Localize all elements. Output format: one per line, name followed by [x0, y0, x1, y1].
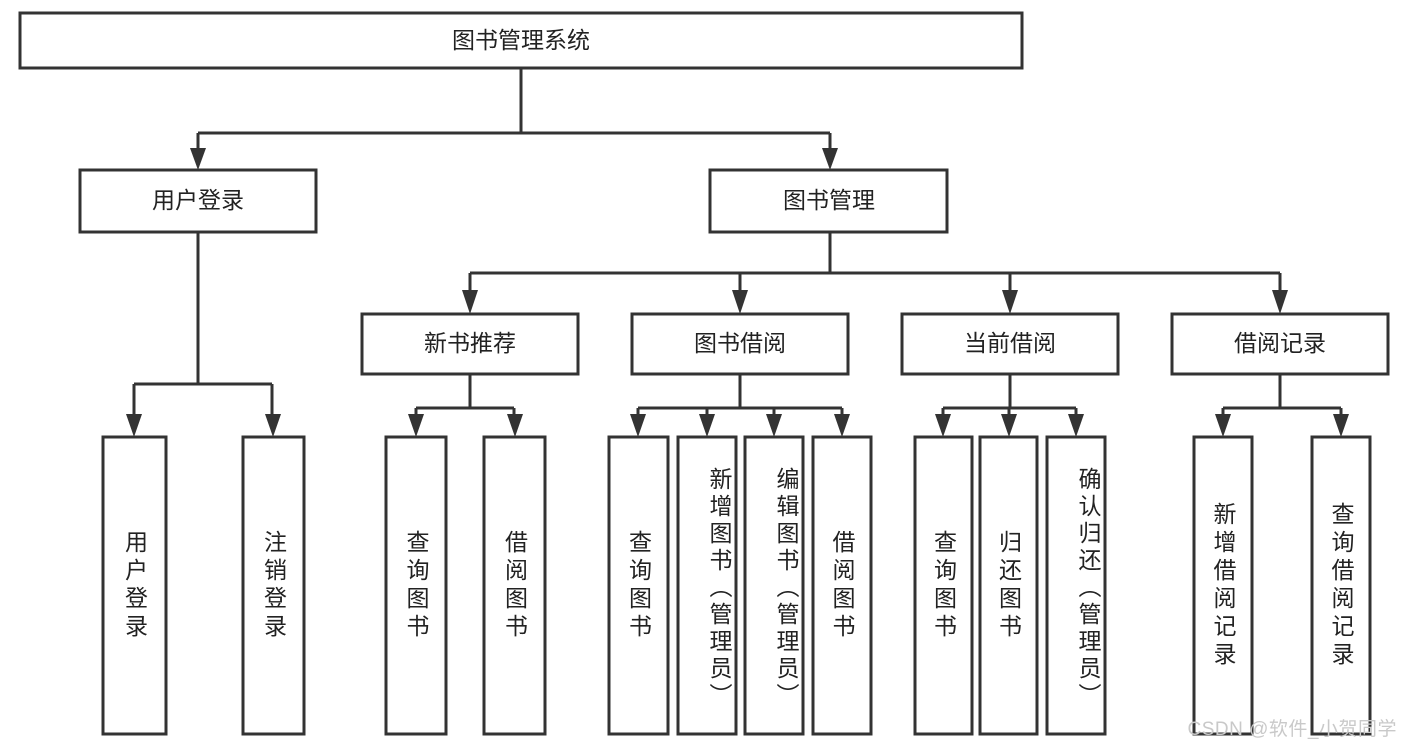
node-query-borrow-record-label: 查询借阅记录	[1328, 501, 1354, 670]
node-borrow-record[interactable]: 借阅记录	[1170, 312, 1390, 376]
node-user-logout-action-label: 注销登录	[260, 529, 287, 642]
arrow-borrow-to-borrow-book-2	[834, 414, 850, 437]
arrow-recommend-to-query-book-1	[408, 414, 424, 437]
connector-borrow-record-trunk	[1221, 374, 1343, 416]
arrow-book-manage-to-borrow-record	[1272, 290, 1288, 314]
node-edit-book-admin-box[interactable]	[743, 435, 805, 736]
node-query-borrow-record-box[interactable]	[1310, 435, 1372, 736]
node-borrow-book-2-box[interactable]	[811, 435, 873, 736]
node-new-book-recommend-label: 新书推荐	[424, 330, 516, 356]
node-add-borrow-record-label: 新增借阅记录	[1210, 501, 1236, 670]
node-current-borrow[interactable]: 当前借阅	[900, 312, 1120, 376]
connector-current-borrow-trunk	[941, 374, 1078, 416]
node-book-borrow[interactable]: 图书借阅	[630, 312, 850, 376]
node-current-borrow-box[interactable]	[900, 312, 1120, 376]
node-borrow-record-label: 借阅记录	[1234, 330, 1326, 356]
node-root[interactable]: 图书管理系统	[18, 11, 1024, 70]
node-book-manage-label: 图书管理	[783, 187, 875, 213]
arrow-user-login-to-user-login-action	[126, 414, 142, 437]
node-query-book-3-box[interactable]	[913, 435, 974, 736]
node-return-book-box[interactable]	[978, 435, 1039, 736]
node-user-login-action-label: 用户登录	[121, 529, 148, 642]
connector-layer	[126, 68, 1349, 437]
node-add-borrow-record-box[interactable]	[1192, 435, 1254, 736]
leaf-box-layer	[101, 435, 1372, 736]
node-query-book-3-label: 查询图书	[930, 529, 957, 642]
arrow-borrow-to-query-book-2	[630, 414, 646, 437]
arrow-borrow-to-add-book-admin	[699, 414, 715, 437]
node-new-book-recommend-box[interactable]	[360, 312, 580, 376]
arrow-borrow-to-edit-book-admin	[766, 414, 782, 437]
arrow-book-manage-to-new-book-recommend	[462, 290, 478, 314]
node-root-label: 图书管理系统	[452, 27, 590, 53]
node-borrow-book-2-label: 借阅图书	[829, 529, 855, 642]
node-user-login-action-box[interactable]	[101, 435, 168, 736]
node-book-manage-box[interactable]	[708, 168, 949, 234]
node-query-book-2-label: 查询图书	[625, 529, 652, 642]
arrow-record-to-query-borrow-record	[1333, 414, 1349, 437]
arrow-root-to-user-login	[190, 148, 206, 170]
node-query-book-2-box[interactable]	[607, 435, 670, 736]
node-book-manage[interactable]: 图书管理	[708, 168, 949, 234]
connector-book-manage-trunk	[468, 232, 1282, 292]
connector-user-login-trunk	[132, 232, 274, 416]
arrow-current-to-return-book	[1001, 414, 1017, 437]
node-user-login[interactable]: 用户登录	[78, 168, 318, 234]
node-book-borrow-label: 图书借阅	[694, 330, 786, 356]
node-add-book-admin-label: 新增图书（管理员）	[706, 467, 732, 710]
arrow-current-to-confirm-return-admin	[1068, 414, 1084, 437]
node-new-book-recommend[interactable]: 新书推荐	[360, 312, 580, 376]
node-book-borrow-box[interactable]	[630, 312, 850, 376]
node-confirm-return-admin-label: 确认归还（管理员）	[1075, 467, 1101, 710]
node-return-book-label: 归还图书	[995, 529, 1022, 642]
node-confirm-return-admin-box[interactable]	[1045, 435, 1107, 736]
arrow-book-manage-to-book-borrow	[732, 290, 748, 314]
connector-new-book-recommend-trunk	[414, 374, 516, 416]
arrow-current-to-query-book-3	[935, 414, 951, 437]
node-borrow-book-1-label: 借阅图书	[501, 529, 528, 642]
node-user-login-box[interactable]	[78, 168, 318, 234]
connector-book-borrow-trunk	[636, 374, 844, 416]
node-borrow-book-1-box[interactable]	[482, 435, 547, 736]
node-query-book-1-box[interactable]	[384, 435, 448, 736]
node-root-box[interactable]	[18, 11, 1024, 70]
arrow-recommend-to-borrow-book-1	[507, 414, 523, 437]
csdn-watermark: CSDN @软件_小贺同学	[1187, 719, 1397, 740]
node-user-login-label: 用户登录	[152, 187, 244, 213]
connector-root-trunk	[196, 68, 832, 150]
node-query-book-1-label: 查询图书	[403, 529, 429, 642]
node-add-book-admin-box[interactable]	[676, 435, 738, 736]
arrow-record-to-add-borrow-record	[1215, 414, 1231, 437]
node-user-logout-action-box[interactable]	[241, 435, 306, 736]
node-borrow-record-box[interactable]	[1170, 312, 1390, 376]
node-current-borrow-label: 当前借阅	[964, 330, 1056, 356]
arrow-book-manage-to-current-borrow	[1002, 290, 1018, 314]
node-edit-book-admin-label: 编辑图书（管理员）	[773, 467, 799, 710]
arrow-root-to-book-manage	[822, 148, 838, 170]
arrow-user-login-to-user-logout-action	[265, 414, 281, 437]
